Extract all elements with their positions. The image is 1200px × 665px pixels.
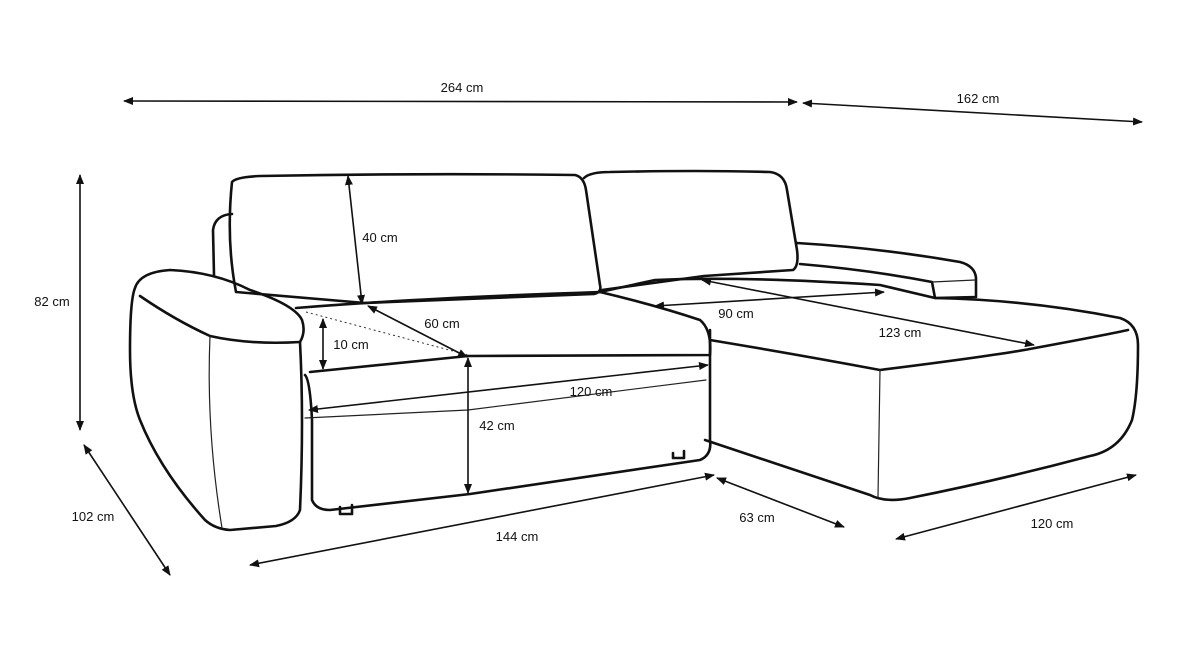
dim-line-63: [716, 477, 845, 528]
label-back-cushion-height: 40 cm: [362, 230, 397, 245]
dim-line-123: [701, 277, 1035, 348]
label-arm-above-seat: 10 cm: [333, 337, 368, 352]
dim-line-144: [249, 472, 715, 568]
base-seam: [304, 379, 707, 419]
armrest-left-front: [138, 294, 302, 345]
sofa-illustration: [128, 169, 1140, 532]
back-cushion-right: [582, 169, 799, 292]
label-depth: 102 cm: [72, 509, 115, 524]
seat-cushion-main: [294, 290, 712, 374]
label-chaise-width: 120 cm: [1031, 516, 1074, 531]
dim-line-90: [654, 288, 885, 310]
dim-line-60: [367, 305, 468, 358]
label-height: 82 cm: [34, 294, 69, 309]
armrest-left-edge: [208, 335, 223, 529]
chaise-backrest: [795, 241, 978, 300]
chaise-front-top: [708, 328, 1130, 372]
dimension-labels: 264 cm 162 cm 82 cm 102 cm 40 cm 10 cm 6…: [34, 80, 1073, 544]
back-cushion-left: [228, 172, 602, 305]
dim-line-120-chaise: [895, 473, 1137, 541]
label-chaise-bed-length: 123 cm: [879, 325, 922, 340]
label-seat-height: 42 cm: [479, 418, 514, 433]
label-seat-depth: 60 cm: [424, 316, 459, 331]
chaise-front-edge: [877, 369, 881, 498]
label-chaise-offset: 63 cm: [739, 510, 774, 525]
back-side-panel: [211, 212, 234, 277]
label-chaise-seat-depth: 90 cm: [718, 306, 753, 321]
chaise-backrest-seam: [931, 279, 976, 283]
dimension-lines: [76, 97, 1143, 576]
label-front-length: 144 cm: [496, 529, 539, 544]
label-chaise-length: 162 cm: [957, 91, 1000, 106]
dim-line-264: [123, 97, 798, 106]
label-bed-width: 120 cm: [570, 384, 613, 399]
dim-line-120-bed: [308, 362, 709, 413]
dim-line-102: [83, 444, 171, 576]
dim-line-40: [345, 175, 365, 305]
label-total-width: 264 cm: [441, 80, 484, 95]
dim-line-162: [802, 99, 1143, 126]
foot-right: [671, 449, 686, 460]
